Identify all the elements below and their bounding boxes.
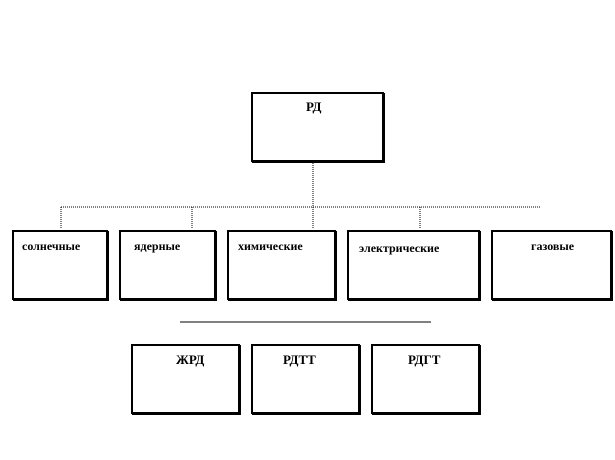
category-box-nuclear bbox=[119, 230, 216, 300]
category-label-gas: газовые bbox=[531, 239, 575, 253]
subtype-box-srm bbox=[251, 344, 360, 414]
subtype-label-lre: ЖРД bbox=[176, 352, 205, 367]
category-box-chemical bbox=[227, 230, 336, 300]
subtype-label-srm: РДТТ bbox=[283, 352, 316, 367]
subtype-label-hre: РДГТ bbox=[408, 352, 441, 367]
root-label: РД bbox=[306, 99, 322, 114]
category-label-electric: электрические bbox=[359, 241, 440, 255]
category-label-chemical: химические bbox=[238, 239, 303, 253]
root-box bbox=[251, 92, 384, 162]
category-label-nuclear: ядерные bbox=[134, 239, 181, 253]
category-box-gas bbox=[491, 230, 612, 300]
subtype-box-lre bbox=[131, 344, 240, 414]
category-box-electric bbox=[347, 230, 480, 300]
category-box-solar bbox=[12, 230, 108, 300]
category-label-solar: солнечные bbox=[22, 239, 81, 253]
subtype-box-hre bbox=[371, 344, 480, 414]
